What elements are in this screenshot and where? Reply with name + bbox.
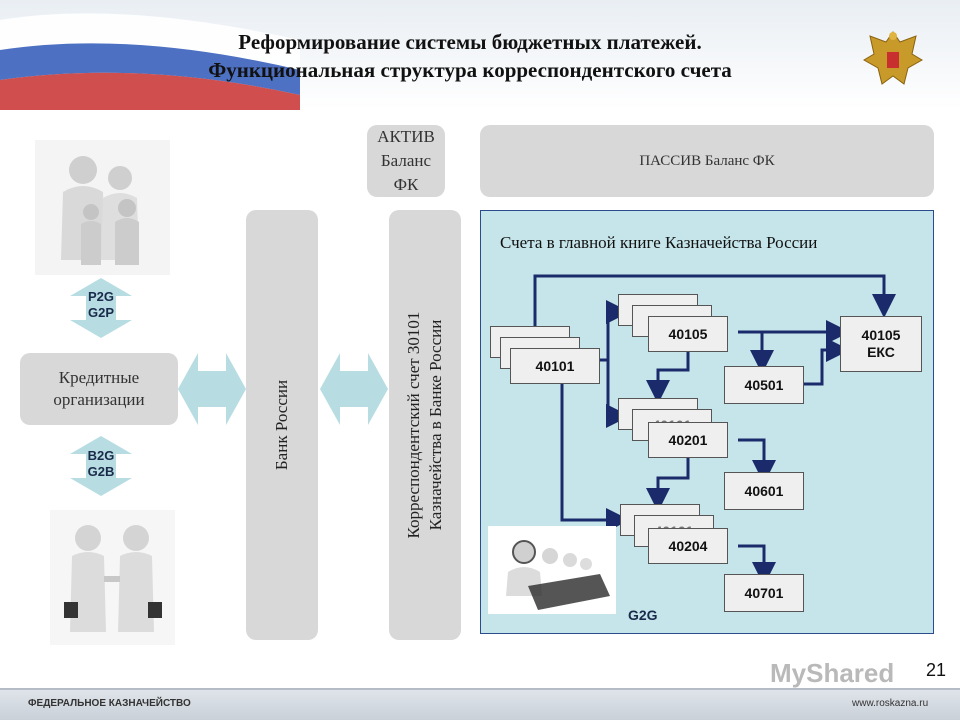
account-40101: 40101 [510, 348, 600, 384]
correspondent-account-label: Корреспондентский счет 30101 Казначейств… [403, 312, 447, 539]
footer-bar [0, 690, 960, 720]
russian-flag-graphic [0, 13, 300, 110]
g2b-text: G2B [87, 464, 115, 479]
footer-organization: ФЕДЕРАЛЬНОЕ КАЗНАЧЕЙСТВО [28, 698, 191, 709]
title-line-1: Реформирование системы бюджетных платеже… [238, 30, 702, 54]
myshared-watermark: MyShared [770, 658, 895, 688]
page-title: Реформирование системы бюджетных платеже… [150, 28, 790, 84]
footer-divider [0, 688, 960, 690]
bank-korr-double-arrow [320, 353, 388, 425]
g2p-text: G2P [87, 305, 114, 320]
title-line-2: Функциональная структура корреспондентск… [208, 58, 732, 82]
korr-line-2: Казначейства в Банке России [426, 319, 445, 531]
business-handshake-image [50, 510, 175, 645]
page-number: 21 [926, 660, 947, 680]
b2g-text: B2G [87, 448, 115, 463]
credit-organizations-box: Кредитные организации [20, 353, 178, 425]
account-40105: 40105 [648, 316, 728, 352]
account-40204: 40204 [648, 528, 728, 564]
account-40701: 40701 [724, 574, 804, 612]
account-40105-eks: 40105 ЕКС [840, 316, 922, 372]
account-40201: 40201 [648, 422, 728, 458]
footer-website-link[interactable]: www.roskazna.ru [852, 698, 929, 709]
eks-label: ЕКС [867, 344, 895, 360]
b2g-double-arrow [70, 436, 132, 496]
g2g-label: G2G [628, 607, 658, 623]
bank-of-russia-label: Банк России [272, 379, 291, 471]
korr-line-1: Корреспондентский счет 30101 [404, 311, 423, 539]
panel-title: Счета в главной книге Казначейства Росси… [500, 233, 818, 252]
account-flow-arrows [533, 274, 896, 586]
passiv-label: ПАССИВ Баланс ФК [480, 125, 934, 197]
bank-of-russia-box: Банк России [246, 210, 318, 640]
account-40601: 40601 [724, 472, 804, 510]
eks-number: 40105 [861, 327, 901, 343]
p2g-double-arrow [70, 278, 132, 338]
account-40501: 40501 [724, 366, 804, 404]
aktiv-label: АКТИВ Баланс ФК [367, 125, 445, 197]
credit-bank-double-arrow [178, 353, 246, 425]
p2g-text: P2G [87, 289, 114, 304]
p2g-label: P2G G2P [78, 289, 124, 321]
b2g-label: B2G G2B [78, 448, 124, 480]
call-center-operators-image [488, 526, 616, 614]
family-figure-image [35, 140, 170, 275]
eagle-emblem-icon [863, 31, 923, 85]
correspondent-account-box: Корреспондентский счет 30101 Казначейств… [389, 210, 461, 640]
